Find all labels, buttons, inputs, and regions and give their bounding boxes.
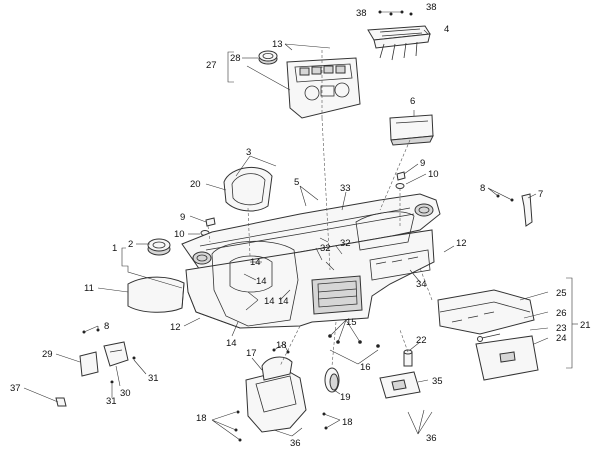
part-6-display-panel — [389, 114, 434, 146]
part-25-glovebox-housing — [437, 289, 535, 335]
callout-8a: 8 — [480, 183, 485, 194]
callout-26: 26 — [556, 308, 567, 319]
callout-18c: 18 — [342, 417, 353, 428]
callout-1: 1 — [112, 243, 117, 254]
part-4-vent-bracket — [367, 25, 431, 61]
callout-29: 29 — [42, 349, 53, 360]
part-27-control-bezel — [286, 57, 361, 119]
callout-9b: 9 — [420, 158, 425, 169]
part-23-latch — [477, 333, 501, 342]
callout-18b: 18 — [196, 413, 207, 424]
callout-14d: 14 — [278, 296, 289, 307]
callout-12a: 12 — [170, 322, 181, 333]
callout-35: 35 — [432, 376, 443, 387]
part-38-screws — [378, 10, 413, 16]
callout-12b: 12 — [456, 238, 467, 249]
assembly-lines — [207, 50, 433, 367]
part-29-bracket — [79, 351, 99, 377]
callout-4: 4 — [444, 24, 449, 35]
callout-9a: 9 — [180, 212, 185, 223]
callout-24: 24 — [556, 333, 567, 344]
part-15-16-screws — [328, 334, 380, 348]
part-1-dashboard — [181, 193, 441, 329]
callout-10a: 10 — [174, 229, 185, 240]
callout-14c: 14 — [264, 296, 275, 307]
part-30-bracket — [103, 341, 129, 367]
callout-22: 22 — [416, 335, 427, 346]
part-9-clip-left — [205, 217, 216, 227]
callout-34: 34 — [416, 279, 427, 290]
callout-8b: 8 — [104, 321, 109, 332]
callout-18a: 18 — [276, 340, 287, 351]
callout-32b: 32 — [320, 243, 331, 254]
callout-20: 20 — [190, 179, 201, 190]
callout-37: 37 — [10, 383, 21, 394]
part-37-bracket — [55, 397, 67, 407]
part-28-knob — [258, 50, 278, 65]
part-11-lid — [127, 276, 185, 313]
part-9-clip-right — [396, 171, 406, 181]
callout-7: 7 — [538, 189, 543, 200]
part-35-bracket — [379, 371, 421, 399]
callout-31a: 31 — [148, 373, 159, 384]
callout-32a: 32 — [340, 238, 351, 249]
callout-14a: 14 — [250, 257, 261, 268]
callout-38b: 38 — [426, 2, 437, 13]
part-20-gauge-surround — [223, 166, 273, 212]
callout-36a: 36 — [426, 433, 437, 444]
part-2-round-vent — [147, 238, 171, 256]
callout-33: 33 — [340, 183, 351, 194]
callout-11: 11 — [84, 283, 94, 294]
part-22-switch — [403, 349, 413, 367]
callout-14b: 14 — [256, 276, 267, 287]
callout-23: 23 — [556, 323, 567, 334]
part-24-glovebox-door — [475, 335, 539, 381]
callout-21: 21 — [580, 320, 591, 331]
callout-31b: 31 — [106, 396, 117, 407]
callout-labels: 38 38 4 13 28 27 6 3 20 5 33 9 10 9 10 8… — [10, 2, 591, 449]
callout-2: 2 — [128, 239, 133, 250]
callout-36b: 36 — [290, 438, 301, 449]
part-19-cover — [324, 367, 340, 393]
callout-6: 6 — [410, 96, 415, 107]
callout-27: 27 — [206, 60, 217, 71]
leader-lines — [23, 11, 578, 441]
callout-19: 19 — [340, 392, 351, 403]
part-8-screws-right — [496, 194, 514, 202]
part-17-column-upper — [261, 356, 293, 381]
callout-14e: 14 — [226, 338, 237, 349]
callout-28: 28 — [230, 53, 241, 64]
part-10-clip-right — [395, 183, 405, 189]
callout-15: 15 — [346, 317, 357, 328]
callout-38a: 38 — [356, 8, 367, 19]
callout-16: 16 — [360, 362, 371, 373]
callout-25: 25 — [556, 288, 567, 299]
callout-3: 3 — [246, 147, 251, 158]
part-36-column-shroud — [245, 369, 307, 433]
callout-30: 30 — [120, 388, 131, 399]
callout-17: 17 — [246, 348, 257, 359]
part-7-bracket — [521, 193, 533, 227]
callout-13: 13 — [272, 39, 283, 50]
callout-5: 5 — [294, 177, 299, 188]
callout-10b: 10 — [428, 169, 439, 180]
